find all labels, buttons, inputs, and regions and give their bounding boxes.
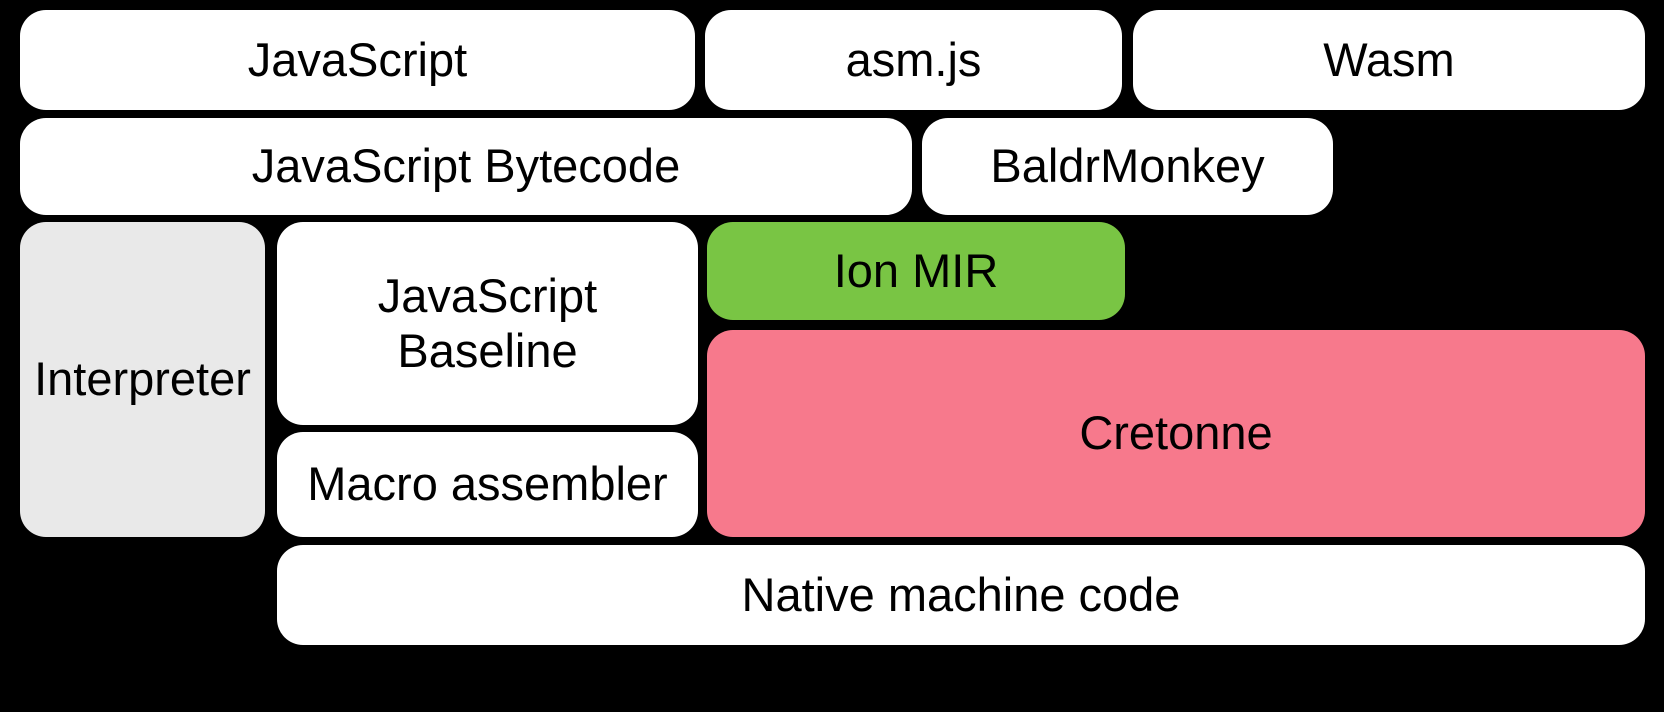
box-cretonne[interactable]: Cretonne [707,330,1645,537]
box-javascript-bytecode[interactable]: JavaScript Bytecode [20,118,912,215]
box-interpreter[interactable]: Interpreter [20,222,265,537]
box-javascript-baseline[interactable]: JavaScript Baseline [277,222,698,425]
box-asm-js[interactable]: asm.js [705,10,1122,110]
box-macro-assembler[interactable]: Macro assembler [277,432,698,537]
box-native-machine-code[interactable]: Native machine code [277,545,1645,645]
box-ion-mir[interactable]: Ion MIR [707,222,1125,320]
box-wasm[interactable]: Wasm [1133,10,1645,110]
box-baldrmonkey[interactable]: BaldrMonkey [922,118,1333,215]
box-javascript[interactable]: JavaScript [20,10,695,110]
